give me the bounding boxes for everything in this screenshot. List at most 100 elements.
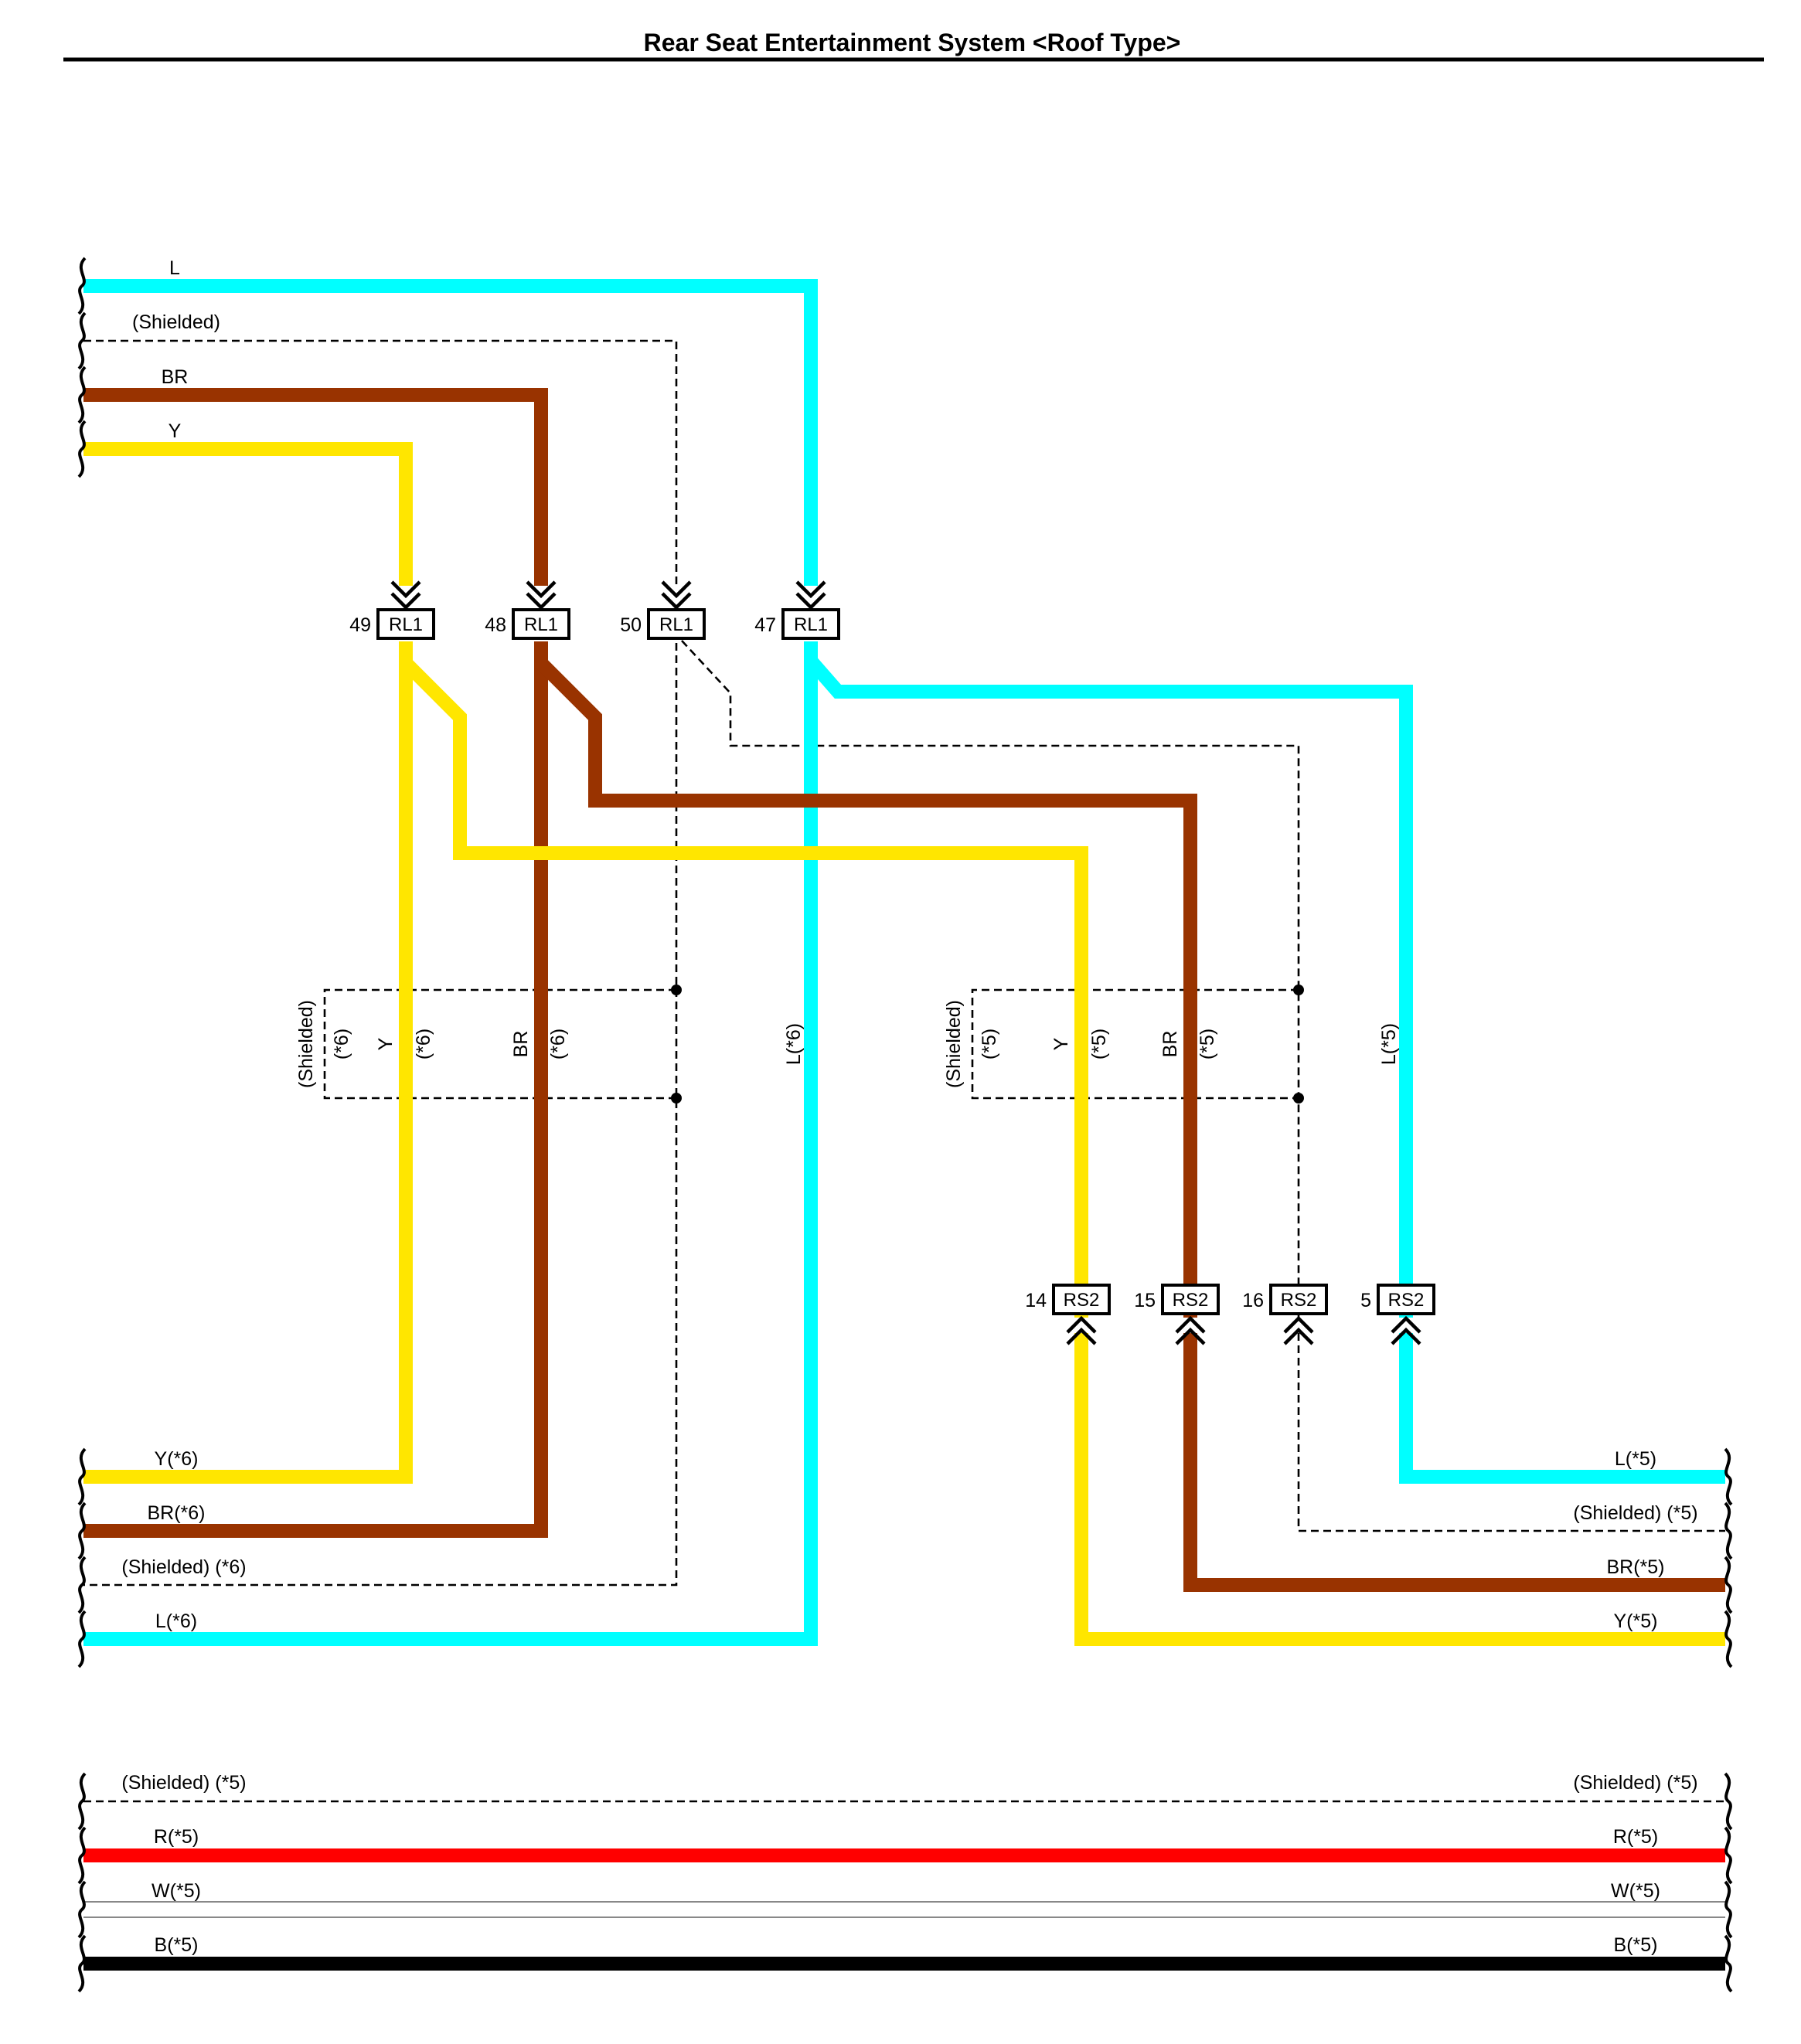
wire-shielded-bottom-right — [1297, 1333, 1725, 1532]
wire-br-to-bottom-left — [83, 641, 548, 1538]
wire-br-to-rs2 — [536, 658, 1197, 1318]
group-label-l: L(*5) — [1378, 1023, 1400, 1065]
connector-label: RL1 — [794, 614, 828, 635]
break-brace — [77, 1880, 87, 1939]
group-note-shielded: (*6) — [331, 1029, 352, 1059]
wire-y-to-bottom-left — [83, 641, 413, 1484]
wire-label-br-5: BR(*5) — [1606, 1556, 1664, 1578]
break-brace — [1724, 1556, 1733, 1614]
junction-dot — [1293, 1093, 1304, 1104]
wire-l-bottom-right — [1399, 1333, 1725, 1484]
group-note-br: (*6) — [547, 1029, 569, 1059]
junction-dot — [671, 985, 682, 995]
bottom-bus — [83, 1800, 1725, 1971]
group-label-br: BR — [1159, 1031, 1181, 1058]
group-label-shielded: (Shielded) — [295, 1000, 317, 1088]
wire-label-shielded-6: (Shielded) (*6) — [121, 1556, 246, 1578]
pin-number: 15 — [1134, 1290, 1156, 1311]
break-brace — [77, 420, 87, 478]
pin-number: 47 — [754, 614, 776, 636]
group-label-y: Y — [375, 1037, 397, 1050]
connector-rl1-49: RL1 49 — [349, 580, 435, 640]
wire-label-y: Y — [169, 420, 182, 442]
connector-label: RS2 — [1064, 1290, 1100, 1311]
wire-y-top — [83, 442, 413, 586]
group-label-shielded: (Shielded) — [943, 1000, 965, 1088]
connector-label: RL1 — [389, 614, 423, 635]
junction-dot — [1293, 985, 1304, 995]
bus-label-b-right: B(*5) — [1614, 1934, 1658, 1956]
connector-rs2-5: RS2 5 — [1360, 1284, 1435, 1345]
bus-label-shielded-left: (Shielded) (*5) — [121, 1772, 246, 1794]
connector-label: RL1 — [659, 614, 693, 635]
break-brace — [77, 1502, 87, 1560]
connector-label: RS2 — [1173, 1290, 1209, 1311]
bus-label-w-right: W(*5) — [1611, 1880, 1660, 1902]
break-brace — [77, 1772, 87, 1831]
wire-label-y-6: Y(*6) — [155, 1448, 199, 1470]
connector-rs2-14: RS2 14 — [1025, 1284, 1111, 1345]
connector-rs2-15: RS2 15 — [1134, 1284, 1220, 1345]
break-brace — [77, 1826, 87, 1885]
break-brace — [77, 1556, 87, 1614]
wire-label-y-5: Y(*5) — [1614, 1610, 1658, 1632]
wire-label-br: BR — [162, 366, 189, 388]
rs2-connectors: RS2 14 RS2 15 RS2 16 RS2 5 — [1025, 1284, 1435, 1345]
break-brace — [77, 1934, 87, 1993]
wire-label-br-6: BR(*6) — [147, 1502, 205, 1524]
bus-label-b-left: B(*5) — [155, 1934, 199, 1956]
connector-label: RL1 — [524, 614, 558, 635]
wire-label-l-6: L(*6) — [155, 1610, 197, 1632]
break-brace — [1724, 1772, 1733, 1831]
group-note-y: (*5) — [1088, 1029, 1110, 1059]
wire-shielded-top — [83, 339, 678, 586]
shielded-wires — [83, 339, 1725, 1587]
pin-number: 16 — [1242, 1290, 1264, 1311]
pin-number: 48 — [485, 614, 506, 636]
pin-number: 14 — [1025, 1290, 1047, 1311]
rl1-connectors: RL1 49 RL1 48 RL1 50 RL1 47 — [349, 580, 840, 640]
wire-label-shielded-5: (Shielded) (*5) — [1573, 1502, 1697, 1524]
group-note-y: (*6) — [413, 1029, 434, 1059]
pin-number: 50 — [620, 614, 642, 636]
connector-label: RS2 — [1281, 1290, 1317, 1311]
connector-rs2-16: RS2 16 — [1242, 1284, 1328, 1345]
group-label-br: BR — [510, 1031, 532, 1058]
connector-label: RS2 — [1388, 1290, 1425, 1311]
wire-shielded-bottom-left — [83, 643, 678, 1587]
break-braces — [77, 257, 1733, 1993]
colored-wires — [83, 279, 1725, 1646]
wire-y-to-rs2 — [400, 658, 1088, 1318]
wire-shielded-rl1-to-rs2 — [681, 640, 1300, 1318]
junction-dot — [671, 1093, 682, 1104]
group-label-y: Y — [1050, 1037, 1072, 1050]
bus-label-r-right: R(*5) — [1613, 1826, 1658, 1848]
break-brace — [1724, 1826, 1733, 1885]
break-brace — [77, 257, 87, 315]
wire-l-to-rs2 — [805, 656, 1413, 1318]
wire-br-top — [83, 388, 548, 586]
break-brace — [77, 311, 87, 370]
connector-rl1-48: RL1 48 — [485, 580, 570, 640]
wire-label-l: L — [169, 257, 180, 279]
break-brace — [1724, 1934, 1733, 1993]
break-brace — [1724, 1447, 1733, 1506]
group-note-br: (*5) — [1197, 1029, 1218, 1059]
pin-number: 5 — [1360, 1290, 1371, 1311]
break-brace — [1724, 1502, 1733, 1560]
wire-label-l-5: L(*5) — [1615, 1448, 1656, 1470]
bus-label-r-left: R(*5) — [154, 1826, 199, 1848]
break-brace — [77, 366, 87, 424]
bus-label-shielded-right: (Shielded) (*5) — [1573, 1772, 1697, 1794]
wire-l-to-bottom-left — [83, 641, 818, 1646]
group-label-l: L(*6) — [783, 1023, 805, 1065]
wire-label-shielded: (Shielded) — [132, 311, 220, 333]
break-brace — [77, 1610, 87, 1668]
connector-rl1-50: RL1 50 — [620, 580, 706, 640]
shield-box-left — [323, 988, 676, 1100]
group-note-shielded: (*5) — [979, 1029, 1000, 1059]
wire-y-bottom-right — [1074, 1333, 1725, 1646]
wire-l-top — [83, 279, 818, 586]
break-brace — [77, 1447, 87, 1506]
